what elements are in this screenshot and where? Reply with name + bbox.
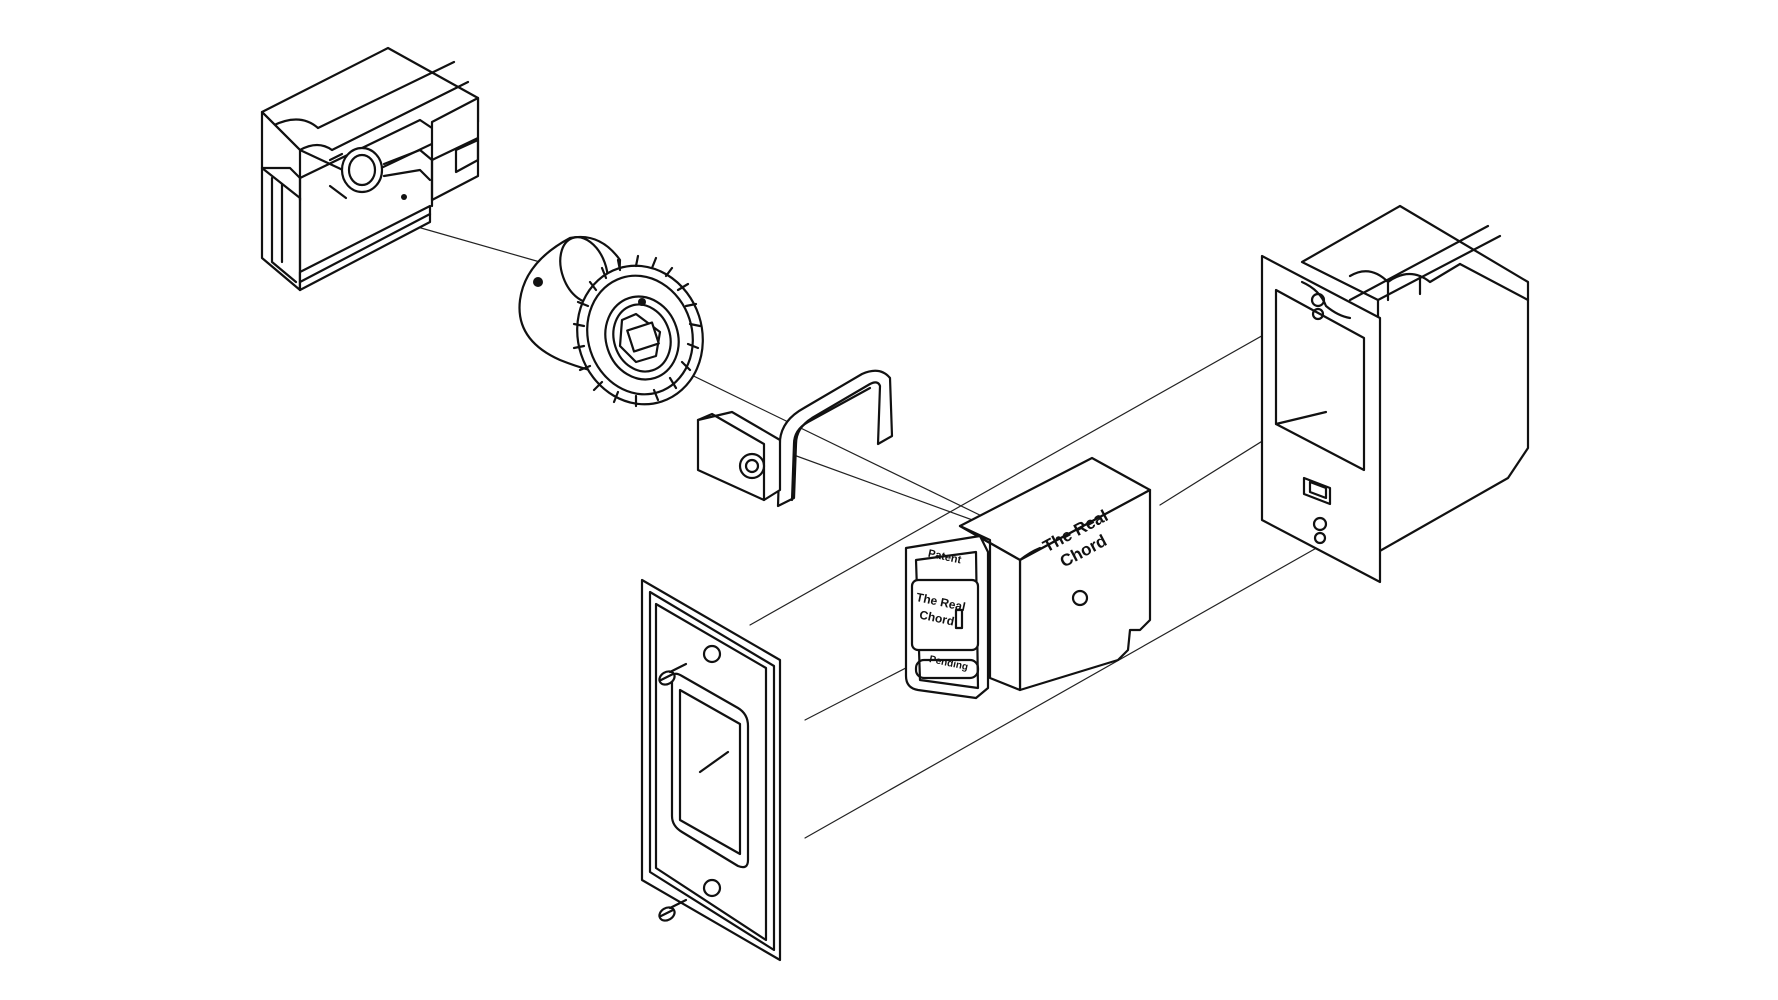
screw-top	[658, 662, 688, 686]
faceplate	[640, 578, 782, 962]
screw-bottom	[658, 898, 688, 922]
assembly-axis-lines	[399, 221, 1369, 839]
wall-box	[1260, 204, 1530, 584]
back-mounting-bracket	[260, 46, 480, 292]
gear-knob	[518, 235, 704, 408]
gear-teeth	[572, 254, 702, 408]
main-housing: The Real Chord Patent The Real Chord Pen…	[904, 456, 1152, 700]
u-bracket	[696, 369, 894, 508]
